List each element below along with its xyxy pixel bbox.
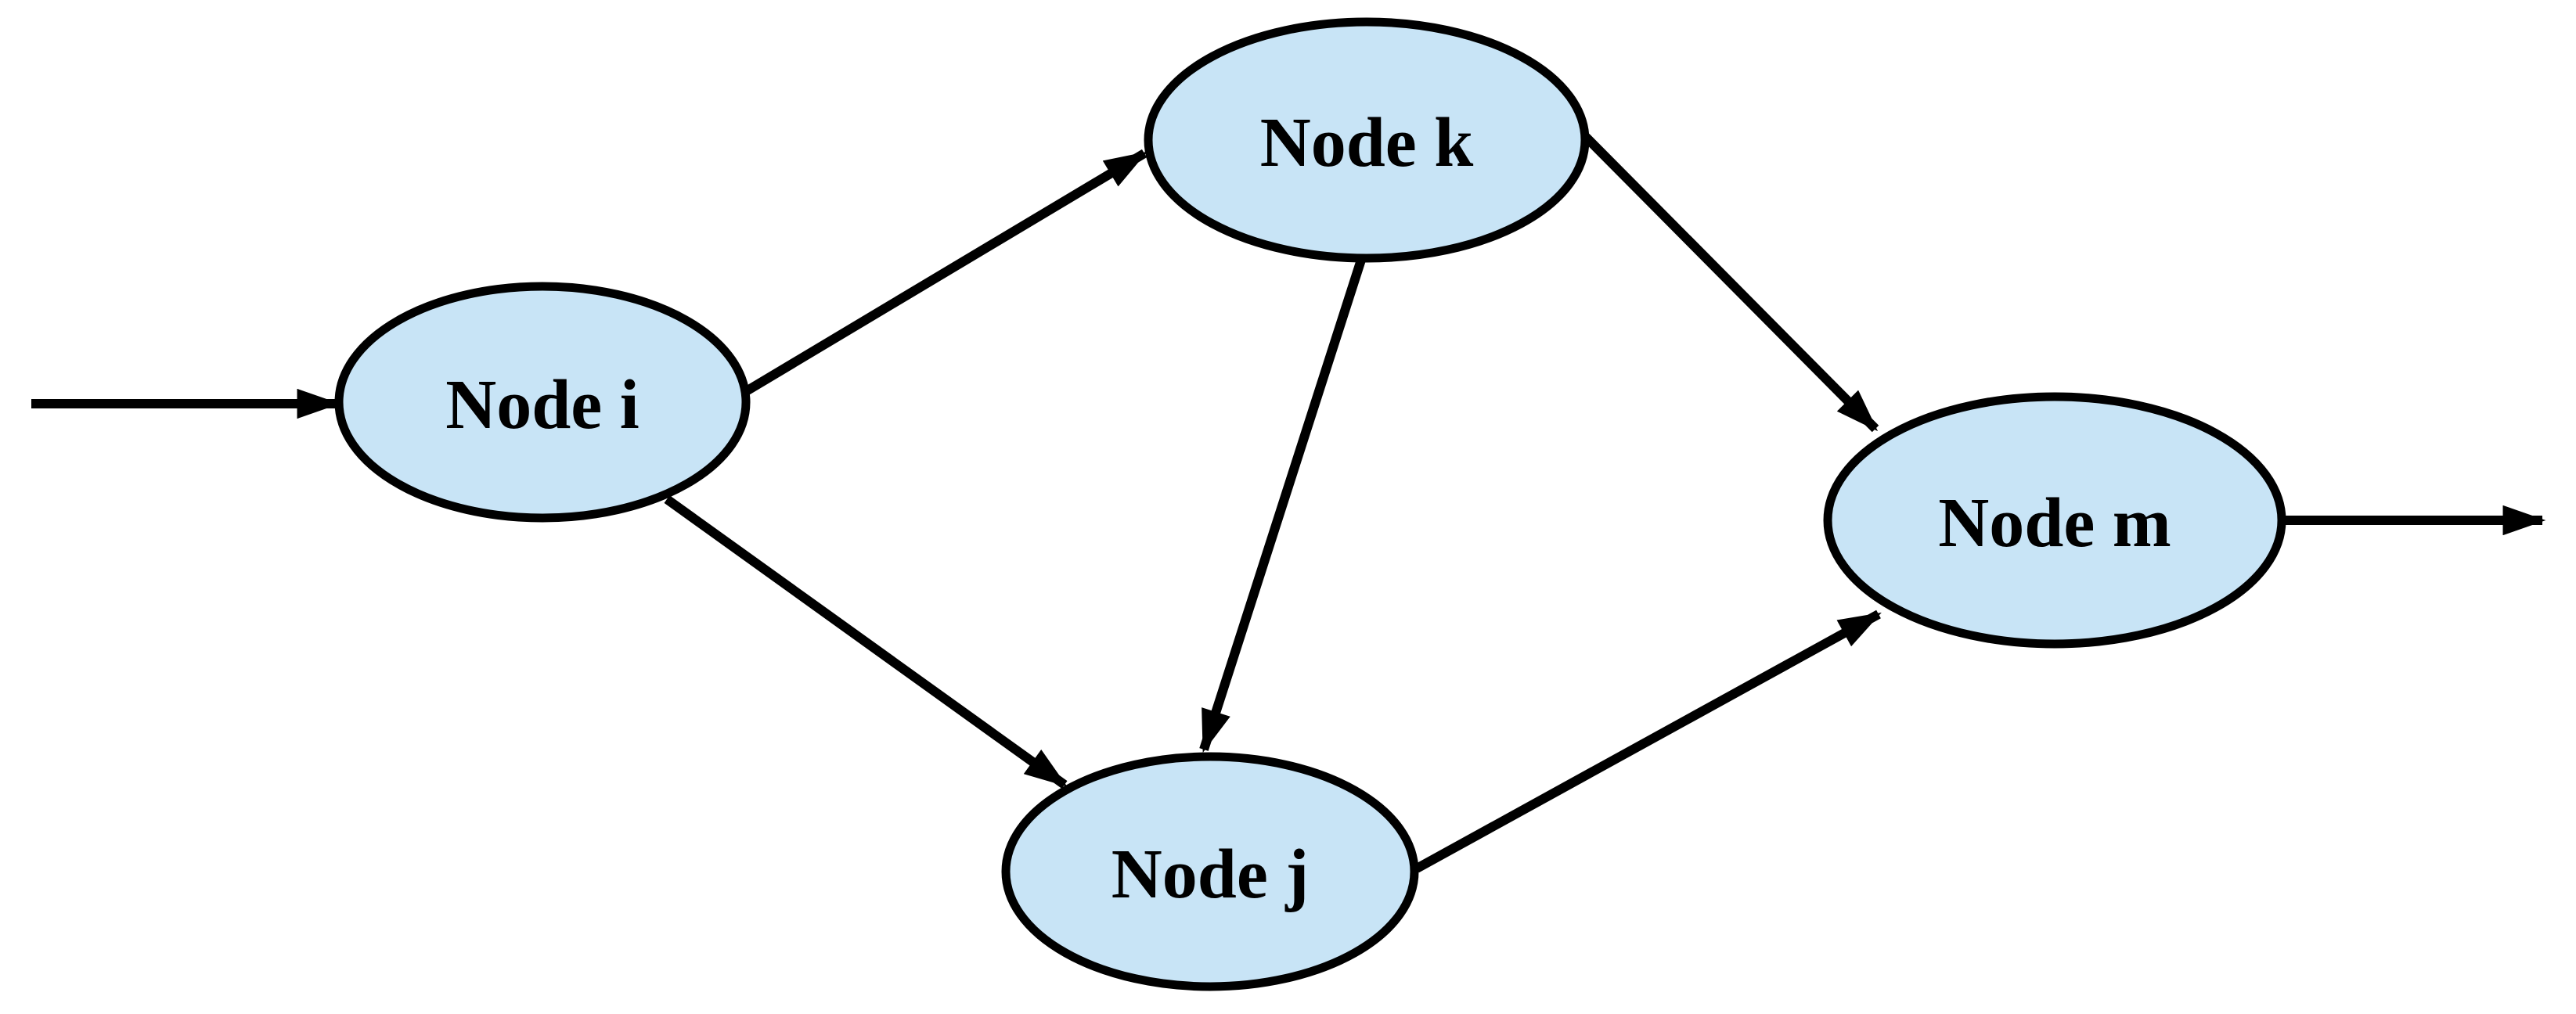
node-j: Node j — [1001, 752, 1419, 991]
edge-node-k-to-node-m — [1582, 133, 1879, 433]
node-j-label: Node j — [1111, 836, 1309, 913]
edge-node-i-to-node-k — [737, 149, 1147, 400]
node-i-ellipse — [334, 282, 751, 523]
edge-node-k-to-node-j — [1199, 256, 1367, 753]
node-k-label: Node k — [1260, 104, 1474, 182]
node-j-ellipse — [1001, 752, 1419, 991]
node-k: Node k — [1144, 17, 1590, 263]
edge-node-i-to-node-j — [664, 495, 1068, 789]
node-i-label: Node i — [445, 366, 639, 444]
edge-node-j-to-node-m — [1414, 609, 1882, 873]
node-m-ellipse — [1823, 392, 2286, 649]
node-m-label: Node m — [1938, 484, 2171, 562]
node-i: Node i — [334, 282, 751, 523]
node-k-ellipse — [1144, 17, 1590, 263]
node-m: Node m — [1823, 392, 2286, 649]
